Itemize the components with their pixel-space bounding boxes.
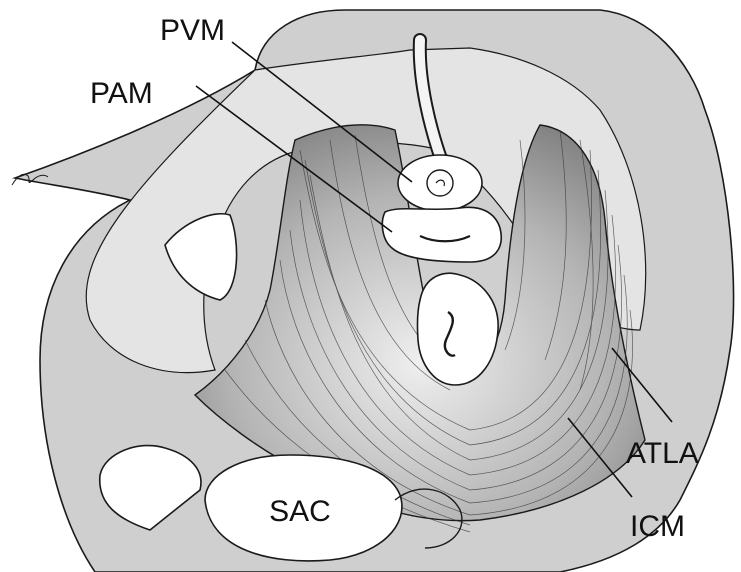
urethra — [398, 155, 482, 211]
label-icm: ICM — [630, 510, 685, 543]
label-pam: PAM — [90, 77, 153, 110]
label-pvm: PVM — [160, 14, 225, 47]
vagina — [382, 207, 501, 262]
label-sac: SAC — [269, 495, 331, 528]
label-atla: ATLA — [626, 437, 699, 470]
